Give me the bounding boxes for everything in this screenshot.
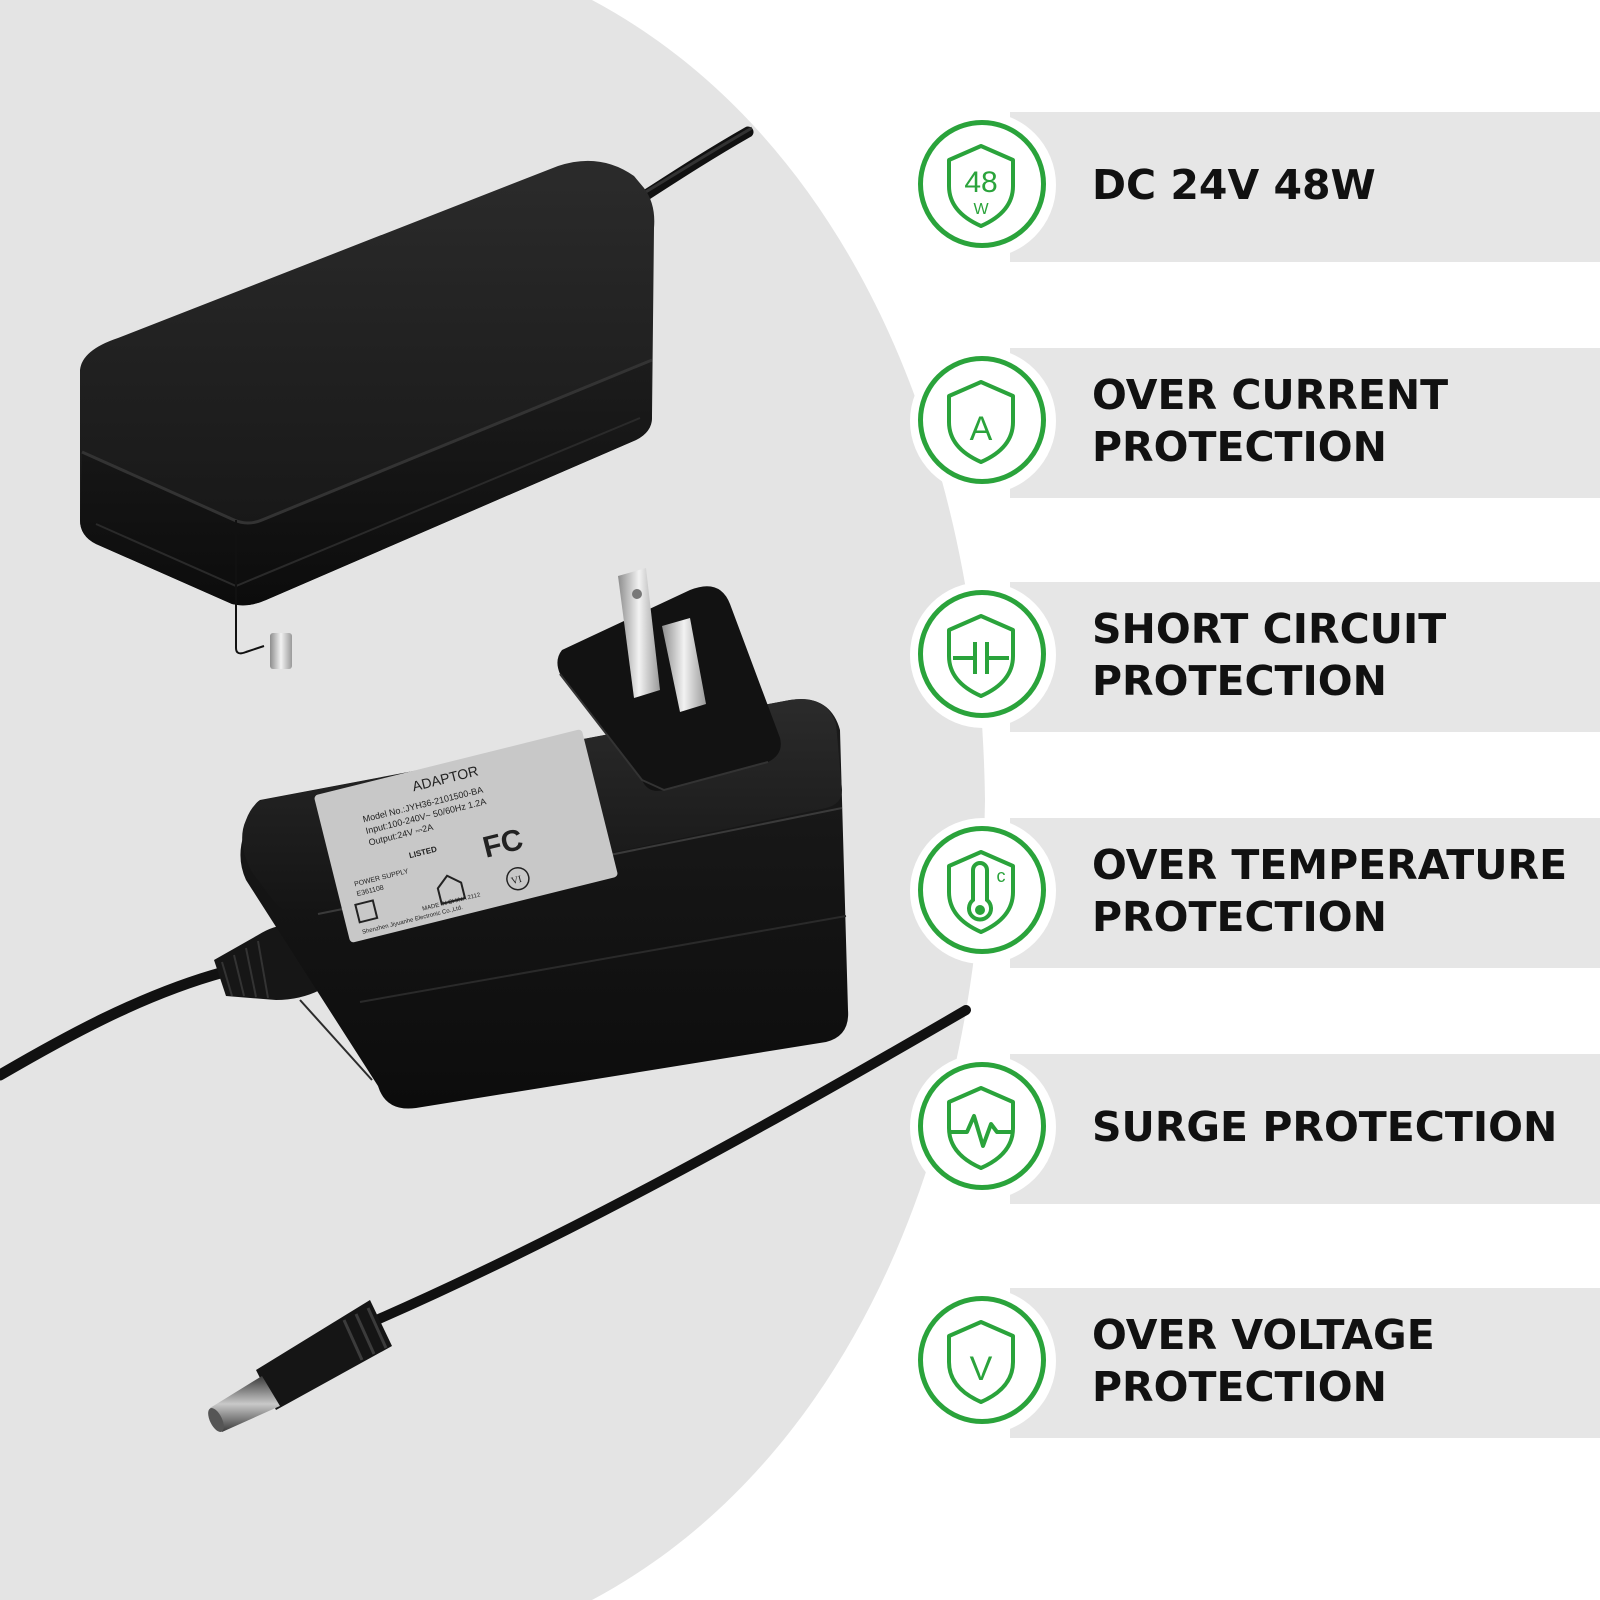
feature-line: PROTECTION bbox=[1092, 423, 1387, 471]
efficiency-mark-circle bbox=[506, 866, 530, 891]
feature-band bbox=[1010, 348, 1600, 498]
feature-row: SURGE PROTECTION bbox=[0, 1054, 1600, 1204]
surge-shield-icon bbox=[947, 1086, 1015, 1170]
label-efficiency-mark: VI bbox=[510, 874, 523, 887]
lower-cable bbox=[0, 966, 230, 1081]
badge-circle bbox=[918, 826, 1046, 954]
adapter-label-view: ADAPTOR Model No.:JYH36-2101500-BA Input… bbox=[0, 568, 971, 1432]
double-insulation-icon bbox=[354, 899, 379, 924]
feature-band bbox=[1010, 582, 1600, 732]
feature-band bbox=[1010, 818, 1600, 968]
plug-block bbox=[557, 586, 781, 791]
upper-prong bbox=[270, 633, 292, 669]
icon-text: c bbox=[997, 866, 1006, 886]
adapter-side-view bbox=[80, 126, 754, 669]
feature-line: SHORT CIRCUIT bbox=[1092, 605, 1447, 653]
feature-line: PROTECTION bbox=[1092, 657, 1387, 705]
plug-pin-right bbox=[662, 618, 706, 712]
feature-line: OVER TEMPERATURE bbox=[1092, 841, 1568, 889]
current-shield-icon: A bbox=[947, 380, 1015, 464]
short-circuit-shield-icon bbox=[947, 614, 1015, 698]
icon-text: V bbox=[970, 1350, 993, 1388]
icon-subtext: W bbox=[973, 201, 989, 218]
feature-line: PROTECTION bbox=[1092, 1363, 1387, 1411]
feature-line: DC 24V 48W bbox=[1092, 161, 1376, 209]
feature-band bbox=[1010, 112, 1600, 262]
feature-label: SURGE PROTECTION bbox=[1092, 1054, 1557, 1200]
feature-line: OVER VOLTAGE bbox=[1092, 1311, 1435, 1359]
feature-line: PROTECTION bbox=[1092, 893, 1387, 941]
feature-band bbox=[1010, 1054, 1600, 1204]
upper-body-top bbox=[80, 160, 655, 606]
plug-pin-left bbox=[618, 568, 660, 698]
voltage-shield-icon: V bbox=[947, 1320, 1015, 1404]
feature-line: OVER CURRENT bbox=[1092, 371, 1449, 419]
feature-label: DC 24V 48W bbox=[1092, 112, 1376, 258]
dc-cable bbox=[367, 1005, 971, 1327]
rating-label: ADAPTOR Model No.:JYH36-2101500-BA Input… bbox=[314, 729, 618, 943]
watt-shield-icon: 48W bbox=[947, 144, 1015, 228]
feature-line: SURGE PROTECTION bbox=[1092, 1103, 1558, 1151]
icon-text: 48 bbox=[964, 166, 997, 199]
thermometer-shield-icon: c bbox=[947, 850, 1015, 934]
feature-band bbox=[1010, 1288, 1600, 1438]
icon-text: A bbox=[970, 410, 993, 448]
barrel-plug bbox=[210, 1376, 280, 1432]
house-icon bbox=[436, 874, 467, 906]
